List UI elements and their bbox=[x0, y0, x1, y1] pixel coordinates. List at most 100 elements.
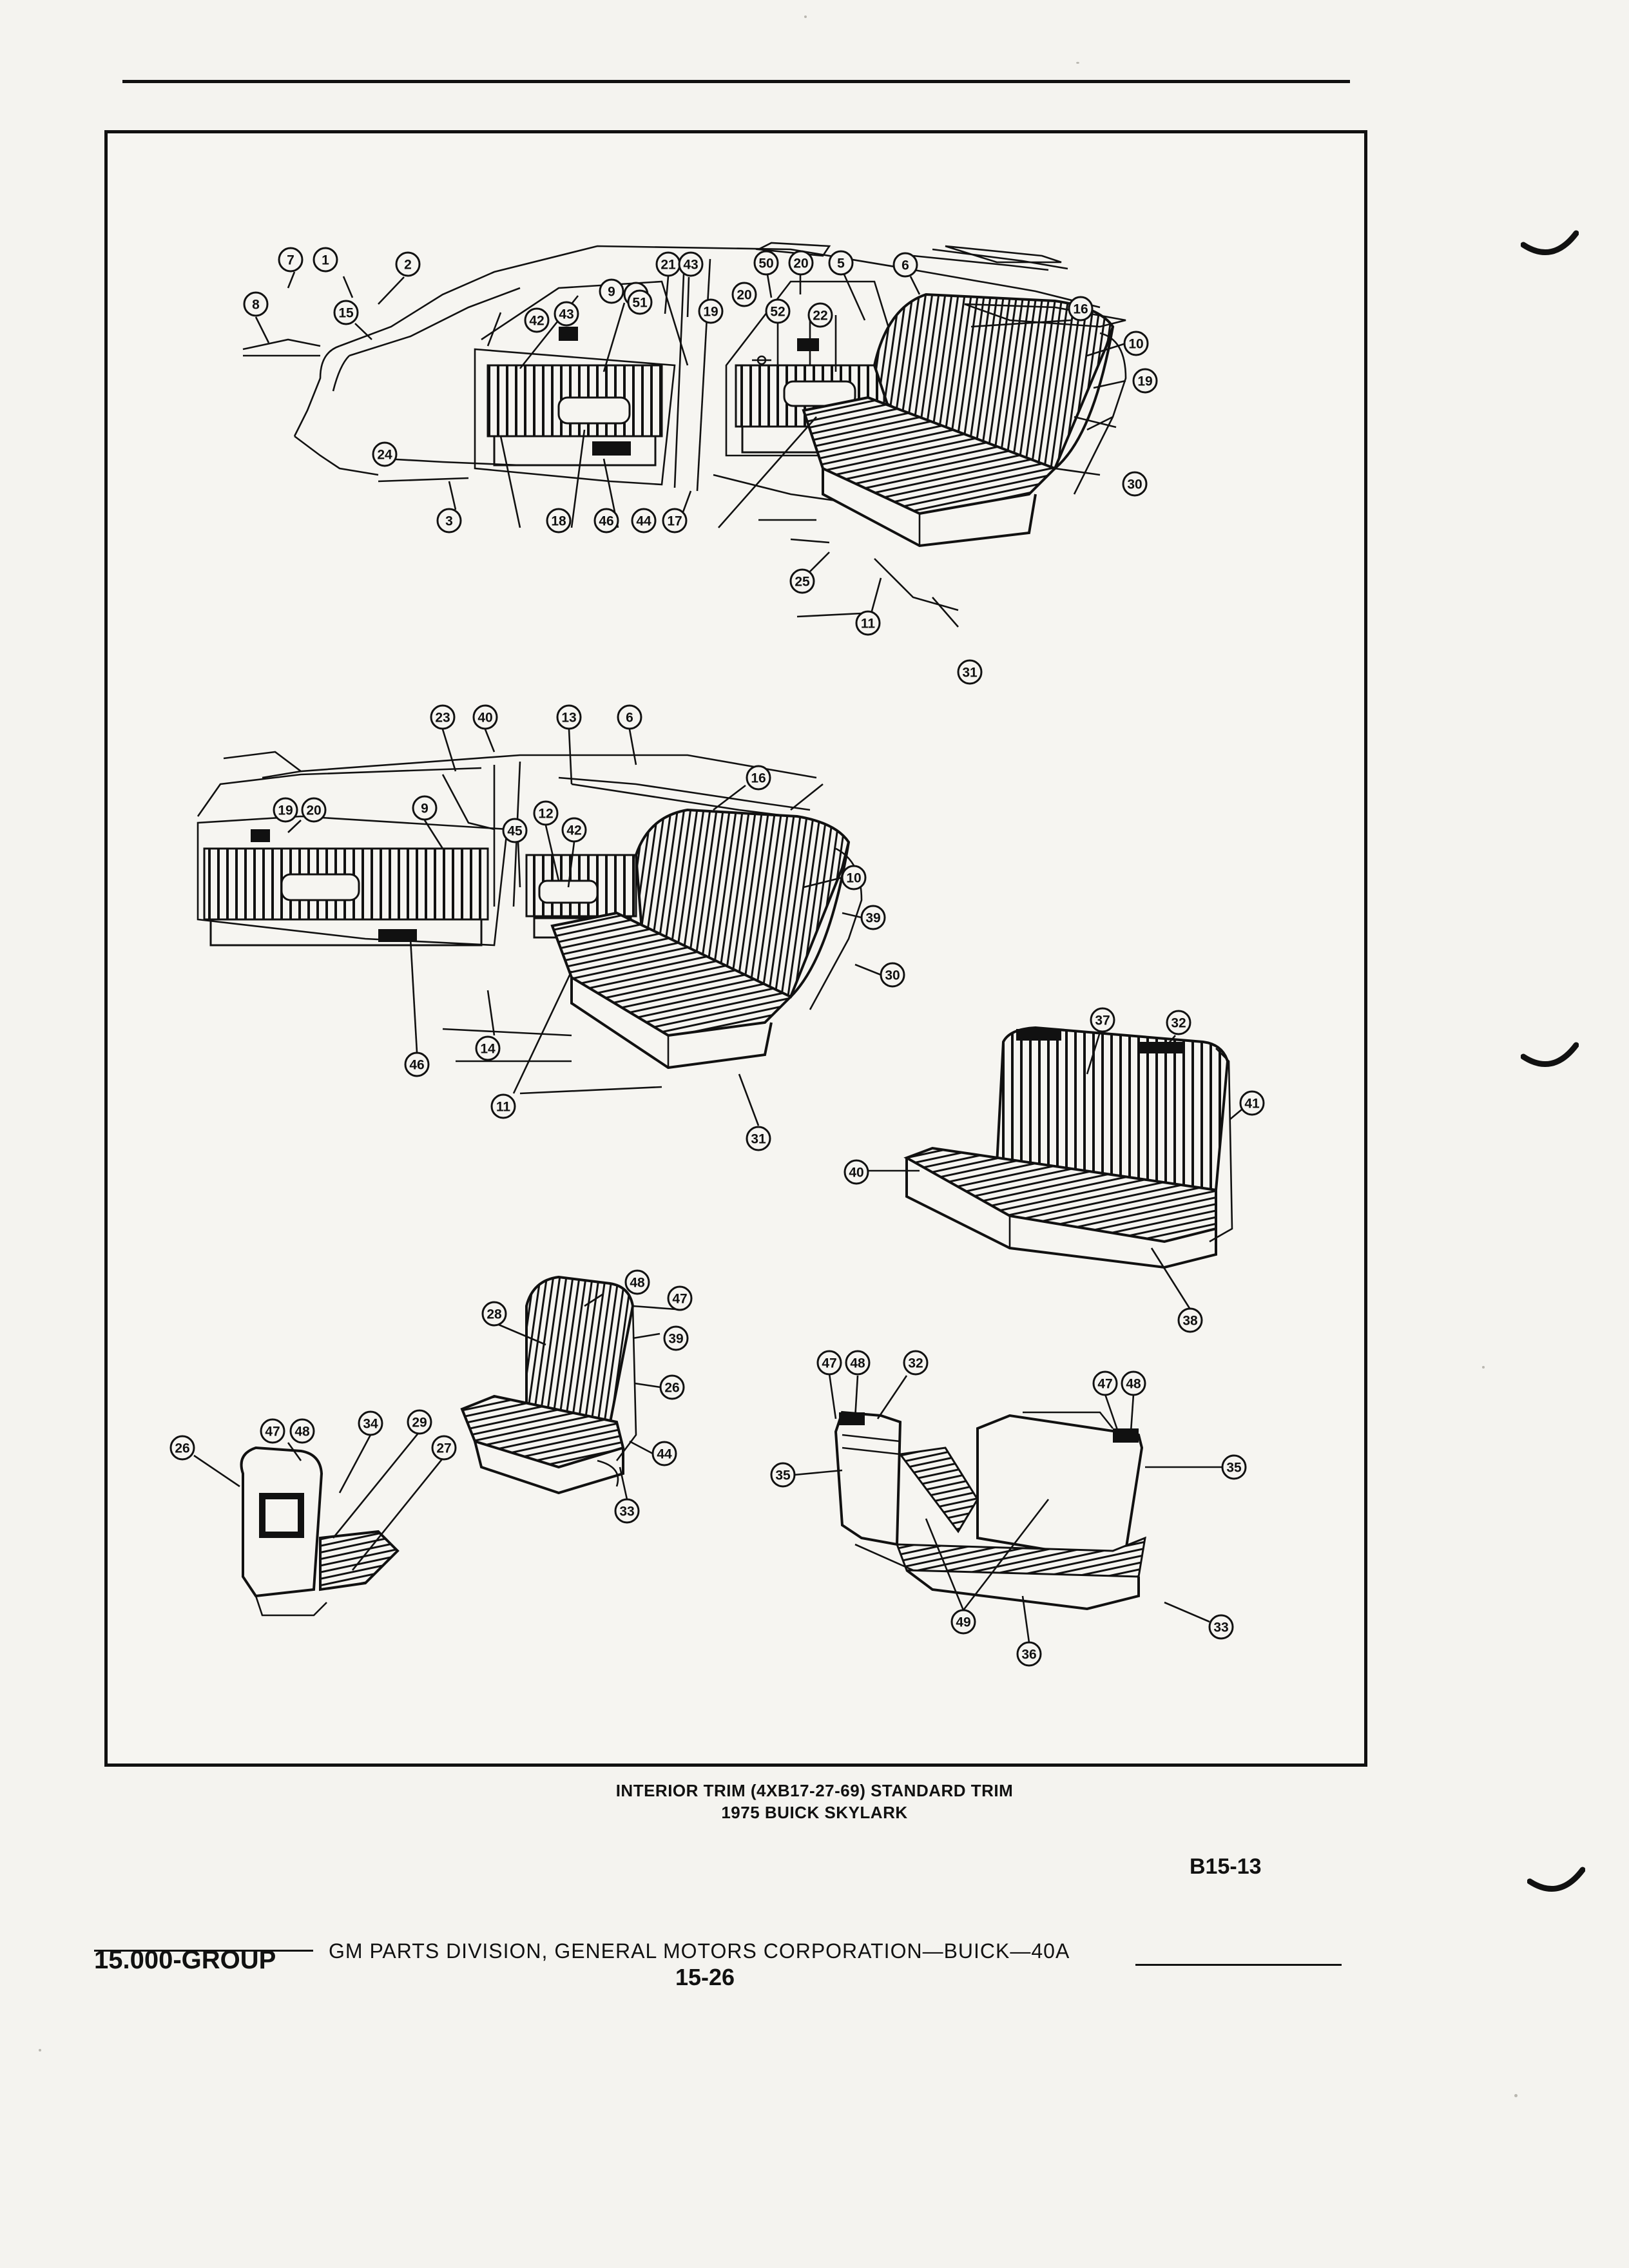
svg-text:50: 50 bbox=[758, 256, 773, 271]
view-split-bench-seat: 47 48 32 47 48 35 35 49 36 33 bbox=[770, 1350, 1247, 1667]
group-label: 15.000-GROUP bbox=[94, 1946, 276, 1974]
callout-43b: 43 bbox=[554, 301, 579, 327]
svg-text:19: 19 bbox=[703, 305, 718, 320]
callout-5: 5 bbox=[828, 250, 854, 276]
callout-40: 40 bbox=[472, 704, 498, 730]
svg-text:32: 32 bbox=[1171, 1016, 1186, 1031]
footer-division: GM PARTS DIVISION, GENERAL MOTORS CORPOR… bbox=[329, 1939, 1070, 1963]
callout-20: 20 bbox=[788, 250, 814, 276]
callout-48d: 48 bbox=[1121, 1370, 1146, 1396]
footer-rule-left bbox=[94, 1950, 313, 1952]
svg-text:41: 41 bbox=[1244, 1097, 1260, 1111]
svg-text:33: 33 bbox=[1213, 1620, 1228, 1635]
callout-10: 10 bbox=[1123, 331, 1149, 356]
svg-text:27: 27 bbox=[436, 1441, 451, 1456]
svg-text:16: 16 bbox=[1073, 302, 1088, 317]
illustration-frame: 7 1 2 4 21 43 50 20 5 6 16 8 15 42 43 9 … bbox=[104, 130, 1367, 1767]
svg-text:17: 17 bbox=[667, 514, 682, 529]
svg-text:44: 44 bbox=[636, 514, 651, 529]
callout-21: 21 bbox=[655, 251, 681, 277]
callout-13: 13 bbox=[556, 704, 582, 730]
callout-3: 3 bbox=[436, 508, 462, 533]
callout-14: 14 bbox=[475, 1035, 501, 1061]
figure-caption-model: 1975 BUICK SKYLARK bbox=[721, 1803, 908, 1822]
svg-text:19: 19 bbox=[1137, 374, 1152, 389]
svg-text:37: 37 bbox=[1095, 1014, 1110, 1028]
callout-30: 30 bbox=[1122, 471, 1148, 497]
callout-32b: 32 bbox=[903, 1350, 929, 1376]
svg-text:2: 2 bbox=[404, 258, 412, 273]
svg-text:29: 29 bbox=[412, 1416, 427, 1430]
svg-text:31: 31 bbox=[751, 1132, 766, 1147]
scan-speck bbox=[1482, 1366, 1485, 1369]
svg-text:20: 20 bbox=[737, 288, 751, 303]
callout-16b: 16 bbox=[746, 765, 771, 791]
callout-27: 27 bbox=[431, 1435, 457, 1461]
callout-44b: 44 bbox=[651, 1441, 677, 1466]
svg-text:22: 22 bbox=[813, 309, 827, 323]
callout-48c: 48 bbox=[845, 1350, 871, 1376]
callout-1: 1 bbox=[313, 247, 338, 273]
callout-15: 15 bbox=[333, 300, 359, 325]
svg-text:14: 14 bbox=[480, 1042, 496, 1057]
scan-speck bbox=[39, 2049, 41, 2052]
callout-9b: 9 bbox=[412, 795, 438, 821]
binder-hole-mark bbox=[1521, 230, 1579, 255]
scan-speck bbox=[1076, 62, 1079, 64]
callout-26: 26 bbox=[659, 1374, 685, 1400]
svg-text:48: 48 bbox=[850, 1356, 865, 1371]
svg-text:51: 51 bbox=[632, 296, 648, 311]
svg-text:3: 3 bbox=[445, 514, 453, 529]
svg-text:32: 32 bbox=[908, 1356, 923, 1371]
callout-24: 24 bbox=[372, 441, 398, 467]
callout-22: 22 bbox=[807, 302, 833, 328]
svg-text:25: 25 bbox=[795, 575, 810, 590]
view-four-door-interior: 7 1 2 4 21 43 50 20 5 6 16 8 15 42 43 9 … bbox=[242, 242, 1158, 685]
callout-11b: 11 bbox=[490, 1093, 516, 1119]
callout-19c: 19 bbox=[273, 797, 298, 823]
svg-text:21: 21 bbox=[660, 258, 676, 273]
svg-text:11: 11 bbox=[496, 1100, 511, 1115]
svg-text:6: 6 bbox=[901, 258, 909, 273]
callout-42b: 42 bbox=[561, 817, 587, 843]
figure-reference: B15-13 bbox=[1190, 1854, 1262, 1879]
scan-speck bbox=[804, 15, 807, 18]
callout-52: 52 bbox=[765, 298, 791, 324]
callout-41: 41 bbox=[1239, 1090, 1265, 1116]
footer-rule-right bbox=[1135, 1964, 1342, 1966]
callout-12: 12 bbox=[533, 800, 559, 826]
svg-text:39: 39 bbox=[668, 1332, 683, 1347]
callout-39b: 39 bbox=[663, 1325, 689, 1351]
svg-text:40: 40 bbox=[849, 1166, 863, 1180]
callout-33b: 33 bbox=[1208, 1614, 1234, 1640]
svg-text:26: 26 bbox=[175, 1441, 189, 1456]
callout-2: 2 bbox=[395, 251, 421, 277]
callout-18: 18 bbox=[546, 508, 572, 533]
svg-text:5: 5 bbox=[837, 256, 845, 271]
svg-text:20: 20 bbox=[793, 256, 808, 271]
svg-text:46: 46 bbox=[599, 514, 613, 529]
svg-text:30: 30 bbox=[1127, 477, 1142, 492]
callout-19: 19 bbox=[698, 298, 724, 324]
svg-text:20: 20 bbox=[306, 803, 321, 818]
view-bench-seat: 37 32 41 40 38 bbox=[843, 1007, 1265, 1333]
svg-text:16: 16 bbox=[751, 771, 766, 786]
svg-text:30: 30 bbox=[885, 968, 900, 983]
svg-text:9: 9 bbox=[421, 802, 429, 816]
figure-caption-title: INTERIOR TRIM (4XB17-27-69) STANDARD TRI… bbox=[615, 1781, 1014, 1800]
callout-46b: 46 bbox=[404, 1052, 430, 1077]
binder-hole-mark bbox=[1527, 1867, 1585, 1892]
svg-text:31: 31 bbox=[962, 666, 978, 680]
svg-text:46: 46 bbox=[409, 1058, 424, 1073]
callout-7: 7 bbox=[278, 247, 304, 273]
svg-text:42: 42 bbox=[566, 823, 581, 838]
svg-text:24: 24 bbox=[377, 448, 392, 463]
svg-text:44: 44 bbox=[657, 1447, 672, 1462]
callout-50: 50 bbox=[753, 250, 779, 276]
callout-31: 31 bbox=[957, 659, 983, 685]
callout-26b: 26 bbox=[169, 1435, 195, 1461]
callout-47c: 47 bbox=[816, 1350, 842, 1376]
svg-text:35: 35 bbox=[1226, 1461, 1242, 1475]
svg-text:1: 1 bbox=[322, 253, 329, 268]
callout-45: 45 bbox=[502, 818, 528, 843]
